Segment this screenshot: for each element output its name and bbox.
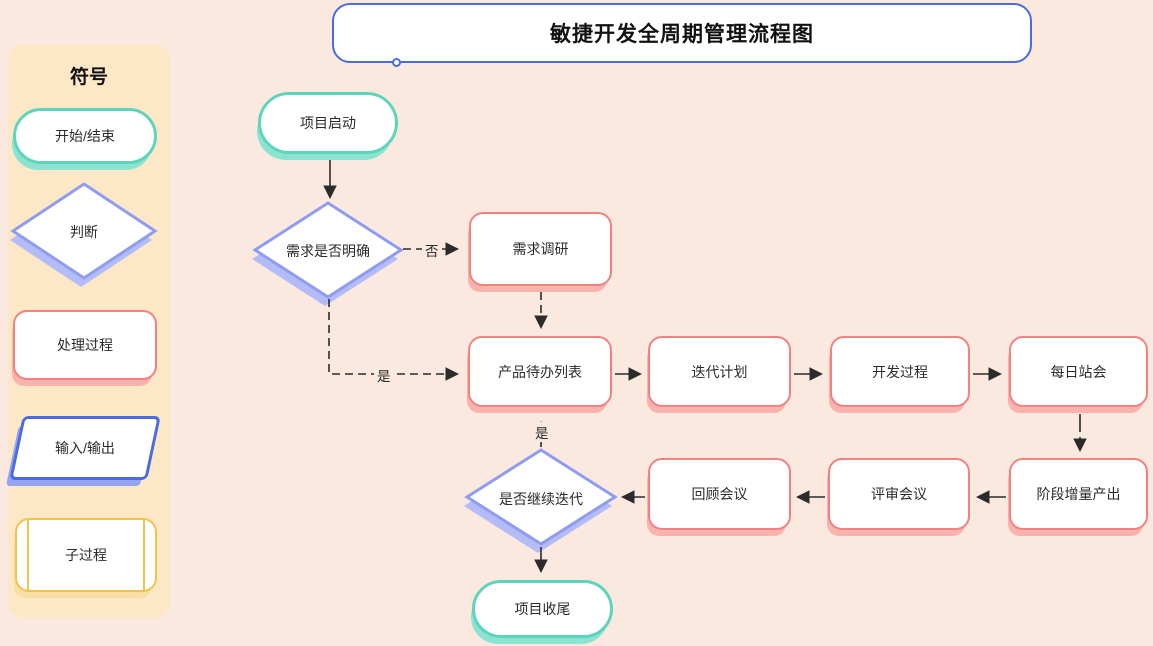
legend-start-end-label: 开始/结束 <box>55 128 115 144</box>
legend-header: 符号 <box>69 67 108 88</box>
node-continue-iteration-label: 是否继续迭代 <box>499 491 583 507</box>
edge-label-no[interactable]: 否 <box>422 240 442 260</box>
legend-item-input-output[interactable]: 输入/输出 <box>9 416 161 480</box>
legend-subprocess-label: 子过程 <box>65 547 107 563</box>
node-retrospective-meeting[interactable]: 回顾会议 <box>648 458 791 530</box>
node-research-label: 需求调研 <box>512 241 569 257</box>
edge-label-yes-loop[interactable]: 是 <box>532 422 552 442</box>
diagram-title: 敏捷开发全周期管理流程图 <box>550 23 814 46</box>
node-iteration-plan-label: 迭代计划 <box>691 363 748 380</box>
node-requirement-clear-label: 需求是否明确 <box>286 243 370 259</box>
node-increment-output-label: 阶段增量产出 <box>1036 486 1121 502</box>
node-increment-output[interactable]: 阶段增量产出 <box>1009 458 1148 530</box>
decision-continue-iteration-shape[interactable] <box>464 448 618 553</box>
legend-item-process[interactable]: 处理过程 <box>13 310 157 380</box>
node-daily-standup[interactable]: 每日站会 <box>1009 336 1148 407</box>
node-development[interactable]: 开发过程 <box>830 336 970 407</box>
node-review-meeting[interactable]: 评审会议 <box>828 458 970 530</box>
node-backlog-label: 产品待办列表 <box>498 363 582 380</box>
node-retrospective-meeting-label: 回顾会议 <box>691 486 748 502</box>
edge-label-yes-branch[interactable]: 是 <box>374 365 394 385</box>
node-development-label: 开发过程 <box>872 363 928 380</box>
node-backlog[interactable]: 产品待办列表 <box>468 336 612 407</box>
legend-input-output-label: 输入/输出 <box>55 440 115 456</box>
legend-decision-shape[interactable] <box>10 182 158 287</box>
legend-process-label: 处理过程 <box>57 337 113 353</box>
edge-decision-yes-to-backlog[interactable] <box>328 299 460 381</box>
node-closure-label: 项目收尾 <box>514 601 571 617</box>
node-start-label: 项目启动 <box>300 115 356 131</box>
diagram-title-box[interactable]: 敏捷开发全周期管理流程图 <box>332 3 1032 67</box>
decision-requirement-clear-shape[interactable] <box>252 201 404 306</box>
legend-decision-label: 判断 <box>70 224 98 240</box>
legend-item-start-end[interactable]: 开始/结束 <box>13 108 157 164</box>
node-start[interactable]: 项目启动 <box>258 92 398 154</box>
title-handle-decoration <box>392 58 401 67</box>
node-research[interactable]: 需求调研 <box>469 212 612 286</box>
node-review-meeting-label: 评审会议 <box>871 486 927 502</box>
node-daily-standup-label: 每日站会 <box>1050 363 1107 380</box>
legend-item-subprocess[interactable]: 子过程 <box>15 518 157 592</box>
node-iteration-plan[interactable]: 迭代计划 <box>648 336 791 407</box>
node-closure[interactable]: 项目收尾 <box>472 580 613 638</box>
